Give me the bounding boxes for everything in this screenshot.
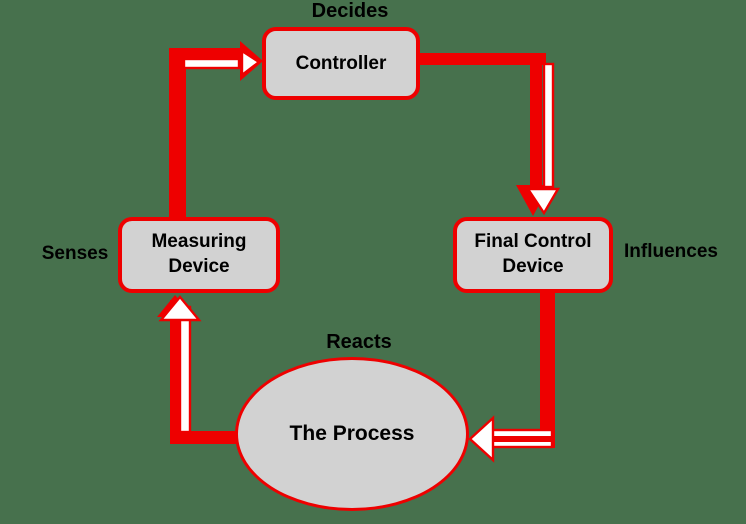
arrow-controller-to-final-control <box>420 53 561 216</box>
node-the-process: The Process <box>235 357 469 511</box>
label-reacts: Reacts <box>326 331 392 353</box>
label-senses: Senses <box>41 243 109 264</box>
node-final-control-device-label: Final Control Device <box>474 231 592 277</box>
node-measuring-device-label: Measuring Device <box>151 231 247 277</box>
label-influences: Influences <box>624 241 718 262</box>
node-controller-label: Controller <box>295 52 387 74</box>
node-the-process-label: The Process <box>289 422 415 445</box>
node-controller: Controller <box>262 27 420 100</box>
arrow-measuring-to-controller <box>169 41 263 219</box>
arrow-process-to-measuring <box>157 295 242 444</box>
node-measuring-device: Measuring Device <box>118 217 280 293</box>
label-decides: Decides <box>311 0 389 22</box>
node-final-control-device: Final Control Device <box>453 217 613 293</box>
arrow-final-control-to-process <box>468 290 555 463</box>
